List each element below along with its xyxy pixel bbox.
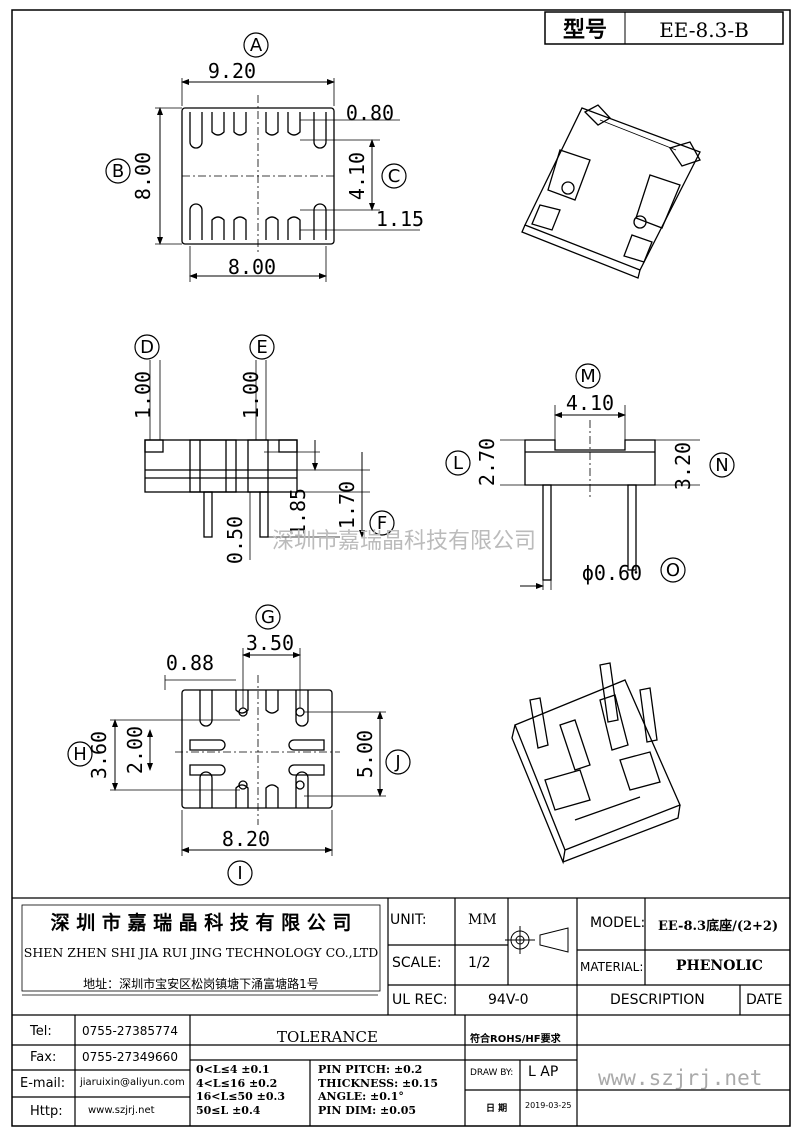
- callout-i: I: [237, 863, 242, 884]
- model-value: EE-8.3底座/(2+2): [658, 919, 779, 934]
- dim-side-d: 1.00: [131, 371, 155, 419]
- iso-view-bottom: [511, 662, 681, 865]
- callout-d: D: [140, 337, 154, 358]
- front-view: [500, 405, 700, 590]
- dim-bot-h3: 5.00: [353, 730, 377, 778]
- dim-top-width: 9.20: [208, 59, 256, 83]
- dim-side-a: 0.50: [223, 516, 247, 564]
- sheet-border: [11, 9, 791, 1127]
- rohs-note: 符合ROHS/HF要求: [470, 1034, 561, 1045]
- callout-e: E: [256, 337, 267, 358]
- callout-circles-front: [445, 363, 735, 583]
- callout-o: O: [666, 560, 680, 581]
- email-label: E-mail:: [20, 1076, 66, 1091]
- callout-l: L: [453, 453, 463, 474]
- email-value[interactable]: jiaruixin@aliyun.com: [80, 1077, 185, 1088]
- dim-slot-height: 4.10: [345, 152, 369, 200]
- dim-pin-dia: ϕ0.60: [582, 561, 642, 585]
- fax-value: 0755-27349660: [82, 1050, 178, 1064]
- company-name-cn: 深 圳 市 嘉 瑞 晶 科 技 有 限 公 司: [50, 912, 352, 934]
- material-label: MATERIAL:: [580, 960, 644, 974]
- http-label: Http:: [30, 1104, 63, 1119]
- dim-front-left: 2.70: [475, 438, 499, 486]
- callout-g: G: [261, 607, 275, 628]
- callout-circles-bottom: [67, 604, 411, 886]
- side-view: [144, 360, 370, 560]
- tel-label: Tel:: [30, 1024, 52, 1039]
- pin-tolerance-rows: PIN PITCH: ±0.2 THICKNESS: ±0.15 ANGLE: …: [318, 1063, 439, 1117]
- draw-value: L AP: [528, 1064, 559, 1080]
- company-address: 地址：深圳市宝安区松岗镇塘下涌富塘路1号: [83, 977, 319, 991]
- callout-circles-top: [105, 32, 407, 189]
- unit-label: UNIT:: [390, 912, 427, 928]
- dim-height: 8.00: [131, 152, 155, 200]
- bottom-view: [110, 648, 386, 856]
- dim-front-right: 3.20: [671, 442, 695, 490]
- callout-m: M: [580, 366, 596, 387]
- dim-pin-offset: 1.15: [376, 207, 424, 231]
- draw-label: DRAW BY:: [470, 1068, 514, 1078]
- scale-value: 1/2: [468, 955, 491, 971]
- dim-side-b: 1.85: [286, 488, 310, 536]
- model-label: MODEL:: [590, 915, 646, 931]
- company-name-en: SHEN ZHEN SHI JIA RUI JING TECHNOLOGY CO…: [23, 945, 379, 960]
- ulrec-label: UL REC:: [392, 992, 448, 1008]
- tolerance-rows: 0<L≤4 ±0.1 4<L≤16 ±0.2 16<L≤50 ±0.3 50≤L…: [196, 1063, 285, 1117]
- dim-bot-pitch: 3.50: [246, 631, 294, 655]
- callout-n: N: [715, 455, 728, 476]
- dim-side-c: 1.70: [335, 481, 359, 529]
- dim-bot-width: 8.20: [222, 827, 270, 851]
- website-watermark: www.szjrj.net: [598, 1066, 763, 1090]
- dim-side-e: 1.00: [239, 371, 263, 419]
- model-header: 型号 EE-8.3-B: [544, 11, 784, 45]
- dim-front-width: 4.10: [566, 391, 614, 415]
- svg-text:EE-8.3-B: EE-8.3-B: [659, 18, 749, 42]
- callout-b: B: [112, 161, 124, 182]
- callout-c: C: [388, 166, 401, 187]
- material-value: PHENOLIC: [676, 958, 763, 974]
- callout-f: F: [377, 513, 387, 534]
- dim-bot-h1: 3.60: [87, 731, 111, 779]
- callout-h: H: [73, 744, 87, 765]
- tel-value: 0755-27385774: [82, 1024, 178, 1038]
- callout-a: A: [250, 35, 263, 56]
- iso-view-top: [521, 104, 701, 279]
- title-block-lines: [12, 897, 790, 1126]
- fax-label: Fax:: [30, 1050, 57, 1065]
- dim-bot-off: 0.88: [166, 651, 214, 675]
- watermark: 深圳市嘉瑞晶科技有限公司: [272, 529, 536, 554]
- date-value: 2019-03-25: [525, 1101, 572, 1110]
- top-view: [155, 78, 420, 282]
- svg-text:型号: 型号: [563, 18, 607, 43]
- callout-j: J: [394, 752, 400, 773]
- date-header: DATE: [746, 992, 783, 1008]
- callout-circles-side: [134, 334, 395, 536]
- description-header: DESCRIPTION: [610, 992, 705, 1008]
- dim-slot-width: 0.80: [346, 101, 394, 125]
- http-value[interactable]: www.szjrj.net: [88, 1105, 155, 1116]
- unit-value: MM: [468, 912, 497, 928]
- dim-bot-h2: 2.00: [123, 726, 147, 774]
- ulrec-value: 94V-0: [488, 992, 529, 1008]
- projection-symbol: [505, 926, 569, 954]
- tolerance-title: TOLERANCE: [277, 1028, 378, 1046]
- date-label: 日 期: [486, 1104, 508, 1114]
- scale-label: SCALE:: [392, 955, 442, 971]
- dim-bottom-width: 8.00: [228, 255, 276, 279]
